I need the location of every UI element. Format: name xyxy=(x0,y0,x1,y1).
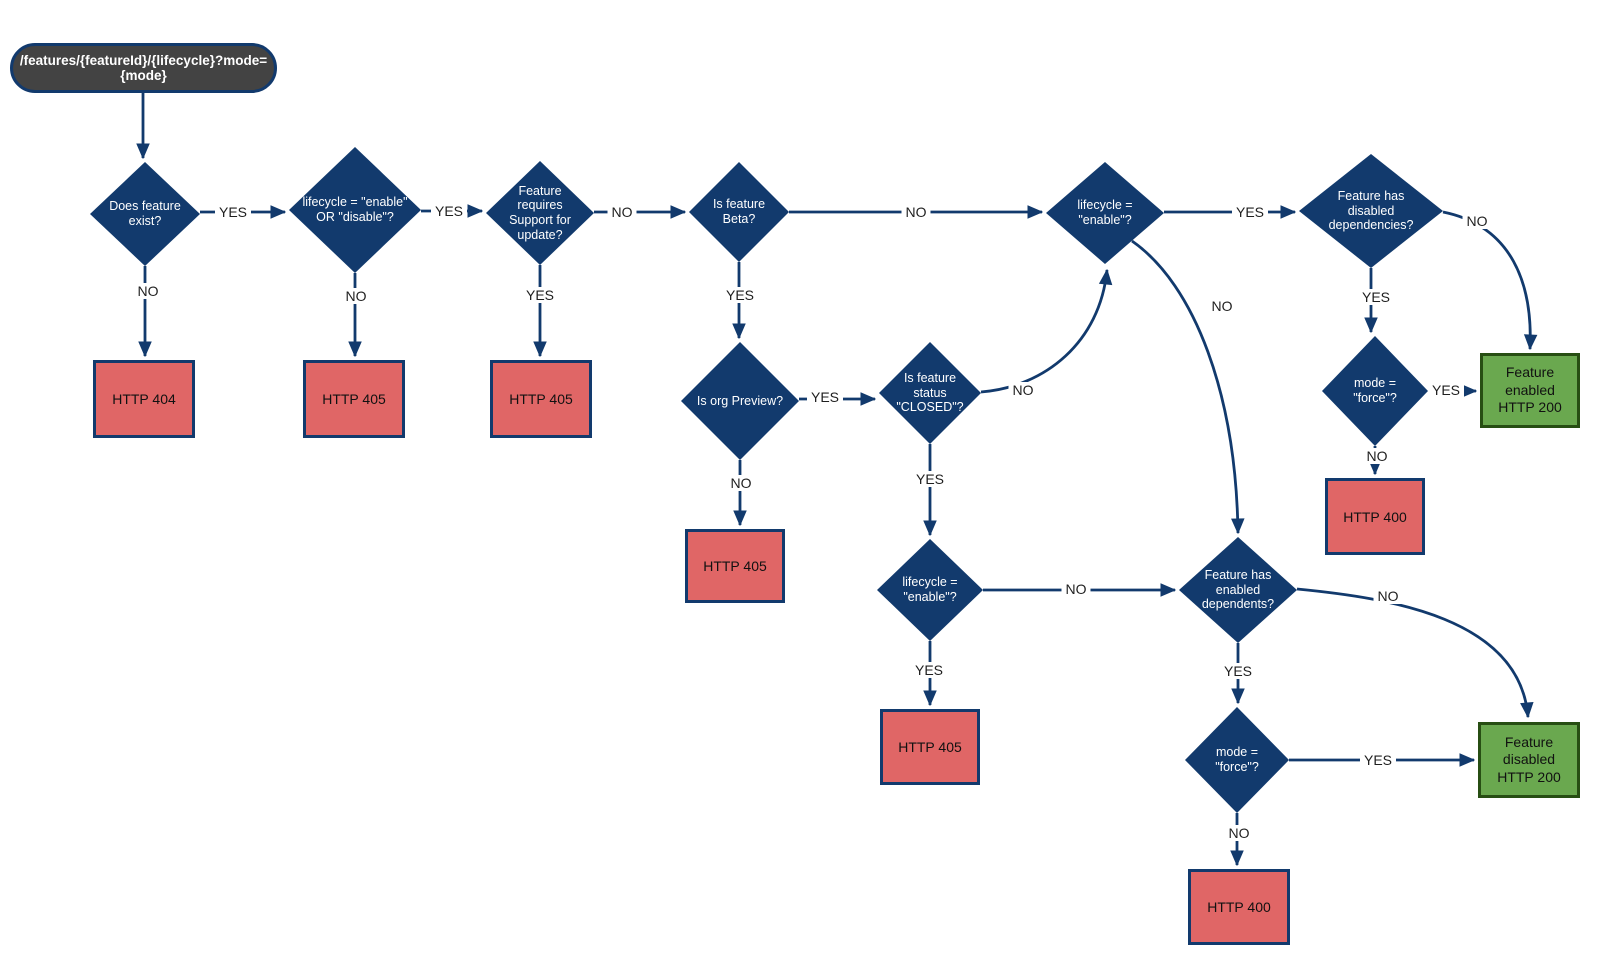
edge-label-no: NO xyxy=(341,288,371,304)
decision-label: Is feature status "CLOSED"? xyxy=(896,370,964,415)
edge-label-yes: YES xyxy=(1359,752,1397,768)
terminal-label: HTTP 405 xyxy=(322,391,386,407)
edge-label-yes: YES xyxy=(214,204,252,220)
edge-label-yes: YES xyxy=(521,287,559,303)
edge-disabled-deps-no xyxy=(1442,210,1530,349)
edge-enable-top-no xyxy=(1131,239,1238,533)
edge-label-yes: YES xyxy=(911,471,949,487)
decision-label: mode = "force"? xyxy=(1215,745,1259,774)
edge-label-no: NO xyxy=(1008,382,1038,398)
decision-label: mode = "force"? xyxy=(1353,376,1397,405)
edge-label-yes: YES xyxy=(910,662,948,678)
start-node: /features/{featureId}/{lifecycle}?mode={… xyxy=(10,43,277,93)
terminal-http-405-preview: HTTP 405 xyxy=(685,529,785,603)
terminal-http-404: HTTP 404 xyxy=(93,360,195,438)
terminal-label: HTTP 405 xyxy=(703,558,767,574)
start-node-label: /features/{featureId}/{lifecycle}?mode={… xyxy=(19,53,268,83)
terminal-http-400-disable: HTTP 400 xyxy=(1188,869,1290,945)
decision-label: Is org Preview? xyxy=(696,393,784,408)
terminal-feature-disabled-200: Feature disabled HTTP 200 xyxy=(1478,722,1580,798)
edge-label-yes: YES xyxy=(430,203,468,219)
edge-label-yes: YES xyxy=(1219,663,1257,679)
edge-label-no: NO xyxy=(726,475,756,491)
decision-label: Feature has enabled dependents? xyxy=(1201,567,1275,612)
edge-label-no: NO xyxy=(607,204,637,220)
decision-label: lifecycle = "enable"? xyxy=(1077,198,1133,227)
terminal-label: HTTP 405 xyxy=(898,739,962,755)
edge-label-no: NO xyxy=(1224,825,1254,841)
edge-closed-no xyxy=(980,270,1107,394)
terminal-http-405-enable: HTTP 405 xyxy=(880,709,980,785)
decision-label: Feature has disabled dependencies? xyxy=(1328,188,1414,233)
terminal-label: HTTP 404 xyxy=(112,391,176,407)
edge-label-no: NO xyxy=(1373,588,1403,604)
edge-label-no: NO xyxy=(1462,213,1492,229)
terminal-http-405-lifecycle: HTTP 405 xyxy=(303,360,405,438)
terminal-label: HTTP 400 xyxy=(1207,899,1271,915)
terminal-label: Feature disabled HTTP 200 xyxy=(1497,733,1561,785)
edge-label-no: NO xyxy=(1061,581,1091,597)
decision-label: Feature requires Support for update? xyxy=(509,183,571,242)
decision-label: lifecycle = "enable" OR "disable"? xyxy=(302,195,408,224)
edge-label-no: NO xyxy=(1362,448,1392,464)
terminal-http-405-support: HTTP 405 xyxy=(490,360,592,438)
terminal-label: HTTP 405 xyxy=(509,391,573,407)
edge-label-yes: YES xyxy=(1427,382,1465,398)
edge-label-yes: YES xyxy=(806,389,844,405)
edge-label-no: NO xyxy=(1207,298,1237,314)
decision-label: lifecycle = "enable"? xyxy=(902,575,958,604)
terminal-http-400-enable: HTTP 400 xyxy=(1325,478,1425,555)
edge-enabled-deps-no xyxy=(1296,587,1528,717)
decision-label: Is feature Beta? xyxy=(712,197,766,226)
edge-label-no: NO xyxy=(133,283,163,299)
edge-label-yes: YES xyxy=(1357,289,1395,305)
terminal-label: Feature enabled HTTP 200 xyxy=(1498,364,1562,416)
edge-label-yes: YES xyxy=(1231,204,1269,220)
edge-label-no: NO xyxy=(901,204,931,220)
decision-label: Does feature exist? xyxy=(109,199,181,228)
edge-label-yes: YES xyxy=(721,287,759,303)
terminal-feature-enabled-200: Feature enabled HTTP 200 xyxy=(1480,353,1580,428)
terminal-label: HTTP 400 xyxy=(1343,508,1407,525)
